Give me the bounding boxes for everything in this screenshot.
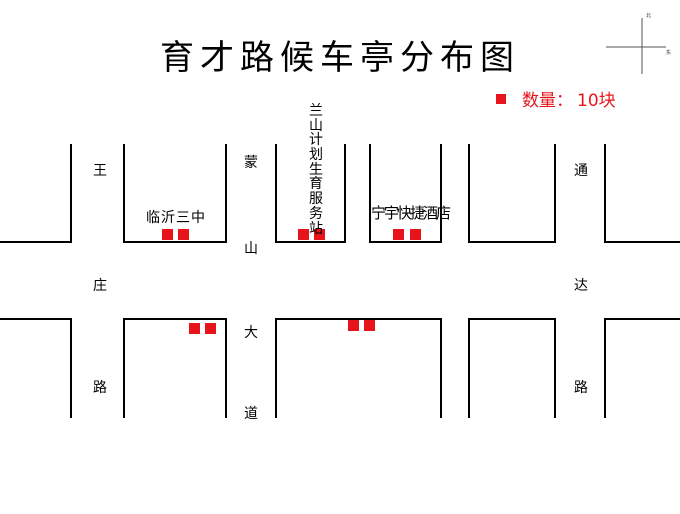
legend-label: 数量： — [522, 91, 573, 111]
landmark-hotel: 宁宇快捷酒店 — [371, 204, 451, 222]
compass-north-label: 北 — [646, 13, 652, 19]
road-mengshan-char-1: 蒙 — [244, 155, 258, 171]
shelter-marker — [178, 229, 189, 240]
shelter-marker — [189, 323, 200, 334]
compass — [606, 18, 666, 74]
compass-east-label: 东 — [666, 50, 672, 56]
landmark-family-planning: 兰山计划生育服务站 — [309, 103, 323, 237]
shelter-marker — [314, 229, 325, 240]
shelter-marker — [162, 229, 173, 240]
block-bottom-5 — [604, 318, 680, 418]
road-tongda-char-3: 路 — [574, 380, 588, 396]
shelter-markers — [162, 229, 421, 334]
legend-marker-icon — [496, 93, 506, 104]
block-bottom-2 — [123, 318, 227, 418]
block-top-4 — [369, 144, 442, 243]
road-tongda-char-2: 达 — [574, 278, 588, 294]
shelter-marker — [364, 320, 375, 331]
block-top-1 — [0, 144, 72, 243]
block-top-2 — [123, 144, 227, 243]
block-bottom-4 — [468, 318, 556, 418]
road-wangzhuang-char-3: 路 — [93, 380, 107, 396]
block-bottom-3 — [275, 318, 442, 418]
block-outlines — [0, 144, 680, 418]
shelter-marker — [298, 229, 309, 240]
shelter-marker — [410, 229, 421, 240]
legend: 数量： 10块 — [496, 86, 616, 111]
legend-count: 10块 — [577, 91, 616, 111]
map-title: 育才路候车亭分布图 — [160, 38, 520, 78]
road-mengshan-char-2: 山 — [244, 241, 258, 257]
block-top-3 — [275, 144, 346, 243]
road-mengshan-char-3: 大 — [244, 325, 258, 341]
landmark-school: 临沂三中 — [146, 210, 206, 226]
road-wangzhuang-char-2: 庄 — [93, 278, 107, 294]
shelter-marker — [205, 323, 216, 334]
block-top-6 — [604, 144, 680, 243]
shelter-marker — [393, 229, 404, 240]
block-top-5 — [468, 144, 556, 243]
block-bottom-1 — [0, 318, 72, 418]
road-wangzhuang-char-1: 王 — [93, 163, 107, 179]
shelter-marker — [348, 320, 359, 331]
road-tongda-char-1: 通 — [574, 163, 588, 179]
road-mengshan-char-4: 道 — [244, 406, 258, 422]
